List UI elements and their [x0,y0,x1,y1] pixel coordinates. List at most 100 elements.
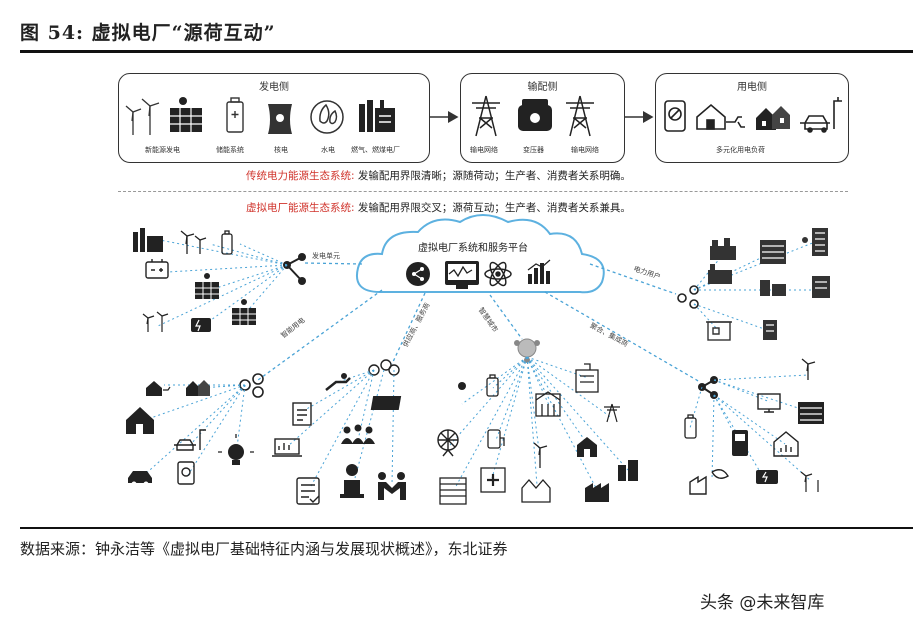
transmission-item-label: 输电网络 [470,146,498,154]
battery-icon [226,97,244,133]
monitor-chart-icon [445,261,479,289]
generation-item-label: 储能系统 [216,146,244,154]
transmission-item-label: 输电网络 [571,146,599,154]
laptop-chart-icon [272,438,302,457]
wind-turbine-icon [801,358,816,380]
factory-icon [585,483,609,502]
solar-panel-icon [232,299,256,325]
battery-charge-icon [191,318,211,332]
factory-icon [708,264,732,284]
hand-coin-icon [325,373,351,391]
ev-icon [128,471,152,487]
consumption-panel-title: 用电侧 [737,82,767,93]
office-building-icon [575,363,599,393]
generation-item-label: 核电 [274,146,288,154]
city-buildings-icon [618,460,638,481]
transmission-tower-icon [472,95,500,137]
supplier-spokes [287,369,395,489]
generation-item-label: 燃气、燃煤电厂 [351,146,400,154]
smart-city-hub-node [514,338,540,363]
consumption-item-label: 多元化用电负荷 [716,146,765,154]
house-chart-icon [773,431,799,457]
generation-item-label: 新能源发电 [145,146,180,154]
houses-icon [186,380,210,396]
office-building-icon [798,402,824,424]
share-icon [406,262,430,286]
traditional-system-line: 传统电力能源生态系统: 发输配用界限清晰；源随荷动；生产者、消费者关系明确。 [246,168,631,183]
mall-icon [521,479,551,503]
supplier-hub-node [368,359,400,376]
office-building-icon [760,240,786,264]
wind-turbine-icon [125,98,160,135]
battery-bank-icon [145,259,169,279]
transmission-tower-icon [566,95,594,137]
power-plant-icon [359,100,395,132]
house-icon [126,407,154,434]
apartment-icon [802,228,828,256]
transmission-item-label: 变压器 [523,146,544,154]
office-tower-icon [439,477,467,505]
ev-charger-icon [177,461,195,485]
wind-turbine-icon [800,471,819,492]
smart-city-spokes [449,356,629,489]
battery-icon [486,374,499,397]
monitor-icon [757,393,781,413]
vpp-system-label: 虚拟电厂能源生态系统: [246,202,355,214]
vpp-system-text: 发输配用界限交叉；源荷互动；生产者、消费者关系兼具。 [357,202,631,214]
document-icon [292,402,312,426]
building-icon [535,391,561,417]
house-plug-icon [696,103,745,130]
ferris-wheel-icon [437,429,459,457]
ev-charger-icon [487,429,505,449]
car-charging-icon [174,429,206,451]
shop-icon [706,321,732,341]
vpp-system-line: 虚拟电厂能源生态系统: 发输配用界限交叉；源荷互动；生产者、消费者关系兼具。 [246,200,631,215]
bulb-icon [218,434,254,465]
cloud-links [257,262,701,383]
battery-charge-icon [756,470,778,484]
nuclear-plant-icon [268,104,292,134]
wind-turbine-icon [533,442,548,468]
building-icon [763,320,777,340]
meeting-icon [341,424,375,444]
speaker-podium-icon [340,464,364,498]
houses-icon [756,106,790,130]
handshake-icon [378,472,406,500]
power-plant-icon [133,228,163,252]
ev-charger-icon [664,100,686,132]
solar-farm-icon [370,382,466,410]
solar-panel-icon [170,97,202,132]
generation-panel-title: 发电侧 [259,82,289,93]
apartment-icon [812,276,830,298]
bar-chart-icon [527,259,551,284]
watermark: 头条 @未来智库 [700,593,825,613]
traditional-system-text: 发输配用界限清晰；源随荷动；生产者、消费者关系明确。 [357,170,631,182]
hospital-icon [480,467,506,493]
figure-source: 数据来源：钟永洁等《虚拟电厂基础特征内涵与发展现状概述》，东北证券 [20,540,508,558]
fuel-station-icon [732,430,748,456]
wind-turbine-icon [142,311,169,332]
generation-item-label: 水电 [321,146,335,154]
factory-icon [710,238,736,260]
battery-icon [221,230,233,255]
title-rule [20,50,913,53]
transmission-panel-title: 输配侧 [527,82,558,93]
generation-unit-tag: 发电单元 [312,252,340,260]
checklist-icon [296,477,320,505]
school-icon [577,437,597,457]
factory-leaf-icon [689,469,729,495]
section-divider [118,191,848,192]
power-user-hub-node [677,285,699,309]
cloud-platform-label: 虚拟电厂系统和服务平台 [418,243,528,254]
battery-icon [684,414,697,439]
consumption-panel: 用电侧 多元化用电负荷 [655,73,849,163]
car-charging-icon [800,97,842,133]
house-plug-icon [146,381,171,396]
hydro-icon [310,100,344,134]
generation-spokes [157,239,288,329]
source-rule [20,527,913,529]
city-buildings-icon [760,280,786,296]
transformer-icon [518,99,552,131]
solar-panel-icon [195,273,219,299]
